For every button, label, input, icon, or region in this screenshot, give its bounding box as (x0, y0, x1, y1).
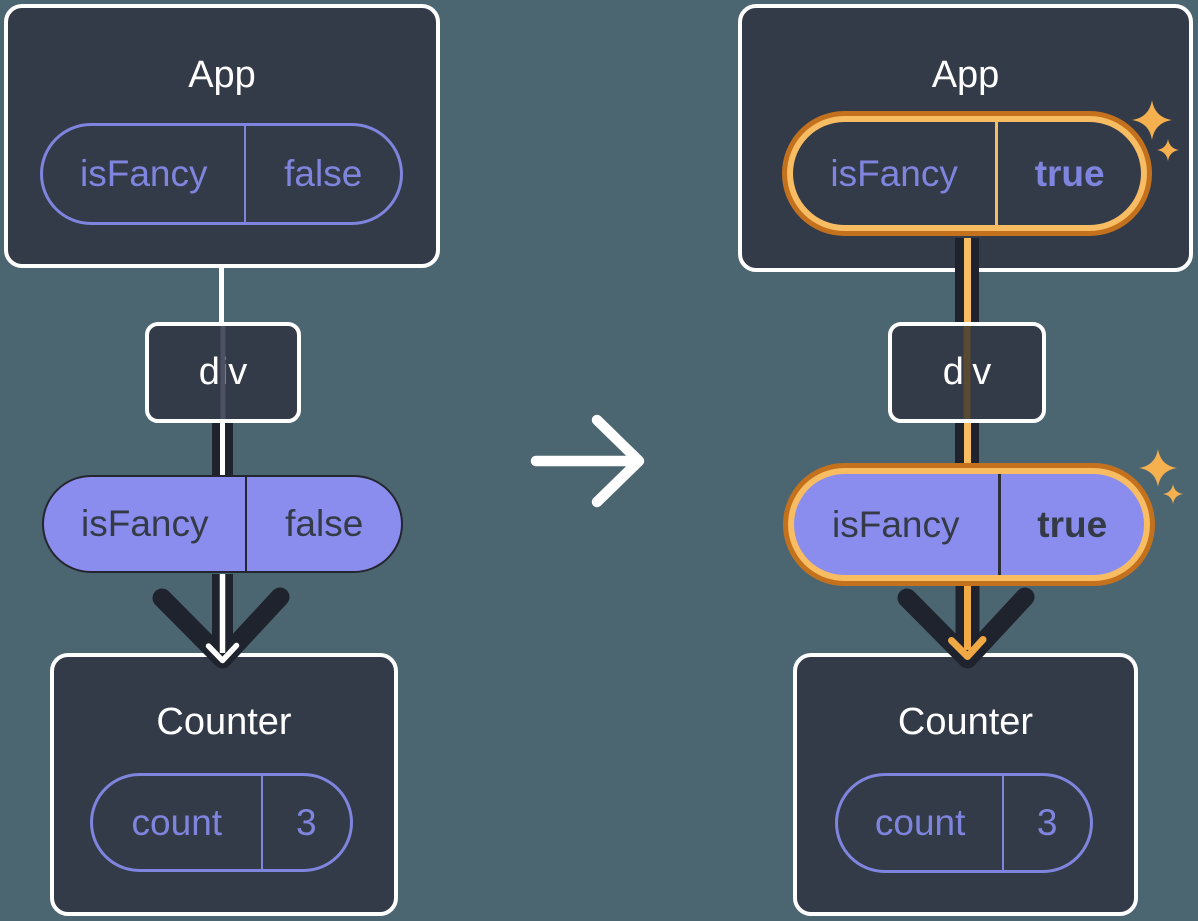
sparkle-icon (1139, 449, 1177, 487)
app-to-div-stem (955, 238, 979, 323)
div-box: div (145, 322, 301, 423)
div-to-pill-stem (955, 422, 979, 465)
counter-state-pill: count 3 (90, 773, 353, 872)
app-prop-pill-highlighted: isFancy true (782, 111, 1152, 236)
app-component-box: App isFancy true (738, 4, 1193, 272)
prop-name: isFancy (793, 122, 999, 225)
arrow-down-icon (152, 574, 290, 669)
div-box: div (888, 322, 1046, 423)
prop-name: isFancy (44, 477, 248, 571)
arrow-down-icon (897, 586, 1035, 669)
counter-state-pill: count 3 (835, 773, 1093, 873)
app-component-box: App isFancy false (4, 4, 440, 268)
prop-name: isFancy (43, 126, 247, 222)
counter-component-box: Counter count 3 (50, 653, 398, 916)
sparkle-icon (1163, 484, 1183, 504)
counter-component-box: Counter count 3 (793, 653, 1138, 916)
prop-ghost-line (963, 326, 971, 419)
sparkle-icon (1157, 139, 1179, 161)
passed-prop-pill-highlighted: isFancy true (783, 463, 1155, 586)
counter-title: Counter (156, 701, 292, 743)
prop-value: true (1034, 152, 1105, 194)
app-prop-pill: isFancy false (40, 123, 403, 225)
state-value: 3 (296, 801, 317, 843)
arrow-right-icon (530, 414, 645, 508)
prop-ghost-line (220, 326, 226, 419)
prop-value: false (285, 503, 364, 544)
counter-title: Counter (897, 701, 1034, 743)
div-to-pill-stem (212, 422, 233, 476)
prop-value: false (284, 153, 363, 194)
state-name: count (93, 776, 263, 869)
state-name: count (838, 776, 1005, 870)
prop-value: true (1037, 503, 1108, 545)
app-title: App (188, 54, 256, 96)
sparkle-icon (1132, 100, 1172, 140)
passed-prop-pill: isFancy false (42, 475, 403, 573)
app-title: App (931, 54, 1000, 96)
prop-name: isFancy (794, 474, 1001, 575)
state-value: 3 (1036, 802, 1058, 843)
app-to-div-wire (219, 268, 224, 324)
